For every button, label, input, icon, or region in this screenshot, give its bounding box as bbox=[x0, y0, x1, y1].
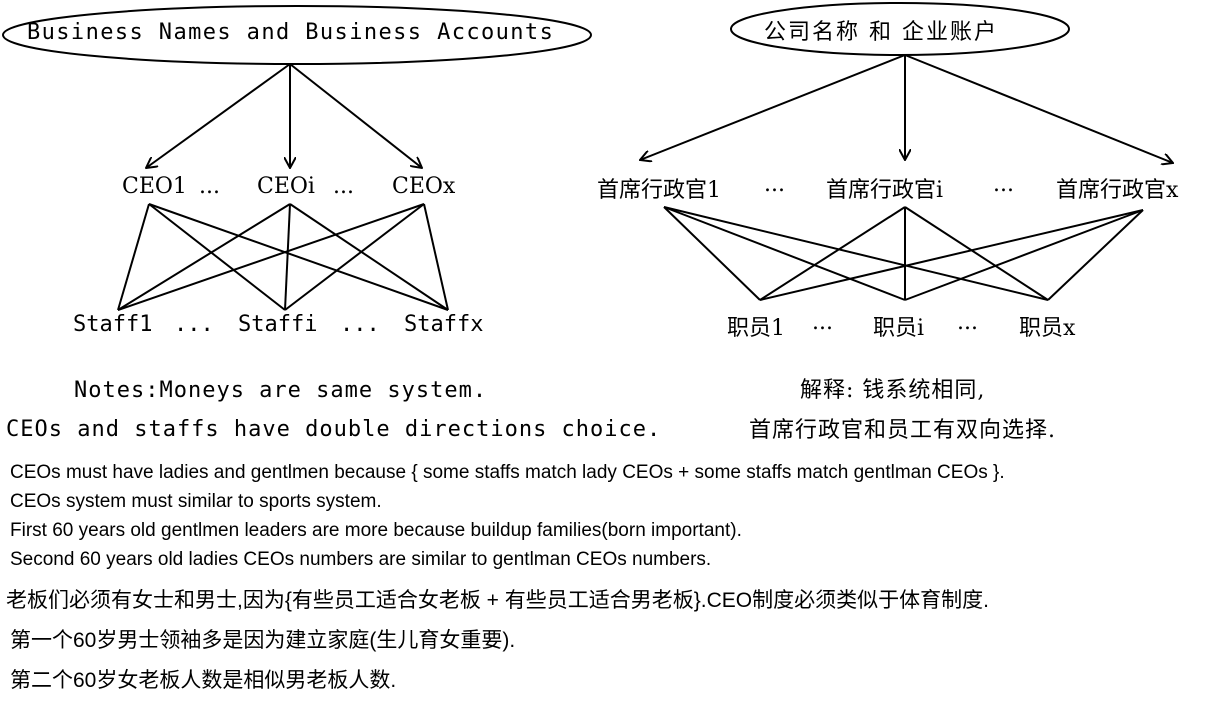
staff-member-x: 职员x bbox=[1019, 316, 1076, 341]
ceo-1: CEO1 bbox=[122, 174, 187, 199]
left-title-ellipse bbox=[2, 5, 592, 65]
body-en-line-3: First 60 years old gentlmen leaders are … bbox=[10, 520, 742, 541]
staff-member-1: 职员1 bbox=[727, 316, 785, 341]
staff-member-i: 职员i bbox=[873, 316, 925, 341]
right-title: 公司名称 和 企业账户 bbox=[764, 20, 998, 45]
ellipsis: ... bbox=[174, 312, 214, 337]
ellipsis: ... bbox=[333, 174, 354, 199]
body-en-line-4: Second 60 years old ladies CEOs numbers … bbox=[10, 549, 712, 570]
exec-i: 首席行政官i bbox=[826, 178, 944, 203]
body-zh-line-3: 第二个60岁女老板人数是相似男老板人数. bbox=[10, 669, 397, 692]
ellipsis: ... bbox=[993, 172, 1014, 197]
staff-x: Staffx bbox=[404, 312, 484, 337]
left-cross-links bbox=[117, 203, 449, 311]
arrow-to-ceo1 bbox=[146, 63, 291, 168]
ellipsis: ... bbox=[812, 310, 833, 335]
body-en-line-2: CEOs system must similar to sports syste… bbox=[10, 491, 382, 512]
left-note-line-1: Notes:Moneys are same system. bbox=[74, 378, 488, 403]
right-cross-links bbox=[663, 206, 1144, 301]
staff-1: Staff1 bbox=[73, 312, 153, 337]
left-title: Business Names and Business Accounts bbox=[27, 20, 555, 45]
arrow-to-execx bbox=[904, 54, 1173, 163]
ellipsis: ... bbox=[199, 174, 220, 199]
right-note-line-1: 解释: 钱系统相同, bbox=[800, 378, 986, 403]
arrow-to-ceox bbox=[289, 63, 422, 168]
arrow-to-exec1 bbox=[640, 54, 906, 160]
right-note-line-2: 首席行政官和员工有双向选择. bbox=[749, 418, 1056, 443]
staff-i: Staffi bbox=[238, 312, 318, 337]
ellipsis: ... bbox=[340, 312, 380, 337]
body-zh-line-1: 老板们必须有女士和男士,因为{有些员工适合女老板 + 有些员工适合男老板}.CE… bbox=[6, 589, 989, 612]
ceo-i: CEOi bbox=[257, 174, 315, 199]
exec-x: 首席行政官x bbox=[1056, 178, 1179, 203]
ellipsis: ... bbox=[764, 172, 785, 197]
body-zh-line-2: 第一个60岁男士领袖多是因为建立家庭(生儿育女重要). bbox=[10, 629, 516, 652]
body-en-line-1: CEOs must have ladies and gentlmen becau… bbox=[10, 462, 1005, 483]
left-note-line-2: CEOs and staffs have double directions c… bbox=[6, 417, 662, 442]
right-title-ellipse bbox=[730, 2, 1070, 56]
ellipsis: ... bbox=[957, 310, 978, 335]
exec-1: 首席行政官1 bbox=[597, 178, 721, 203]
ceo-x: CEOx bbox=[392, 174, 456, 199]
